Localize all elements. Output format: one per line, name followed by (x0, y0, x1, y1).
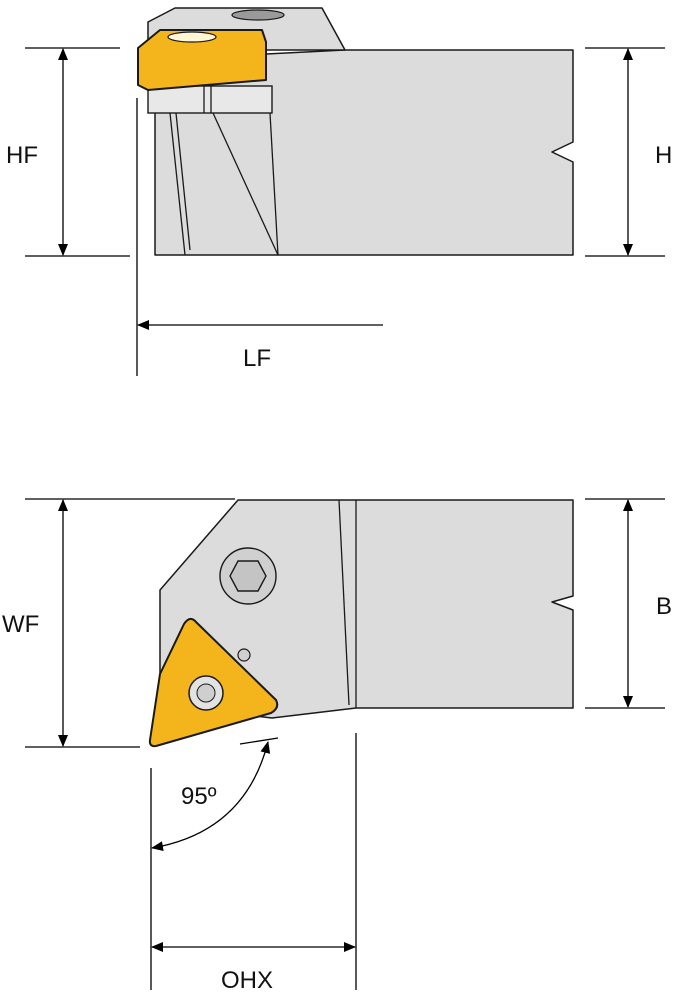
side-view-screw-hole (231, 9, 285, 21)
angle-arc-arrow (151, 741, 271, 852)
angle-reference-line (239, 737, 279, 745)
side-view-insert (137, 29, 267, 91)
label-wf: WF (2, 611, 39, 638)
label-angle: 95º (181, 783, 217, 810)
side-view-shim (147, 85, 273, 114)
locating-pin (237, 648, 251, 662)
side-view: HF H LF (6, 7, 672, 376)
label-h: H (655, 142, 672, 169)
top-view: WF B 95º OHX (2, 498, 672, 994)
side-view-insert-hole (167, 31, 217, 43)
label-hf: HF (6, 142, 38, 169)
label-lf: LF (243, 345, 271, 372)
label-ohx: OHX (221, 967, 273, 994)
label-b: B (656, 593, 672, 620)
hex-socket-icon (229, 560, 267, 592)
